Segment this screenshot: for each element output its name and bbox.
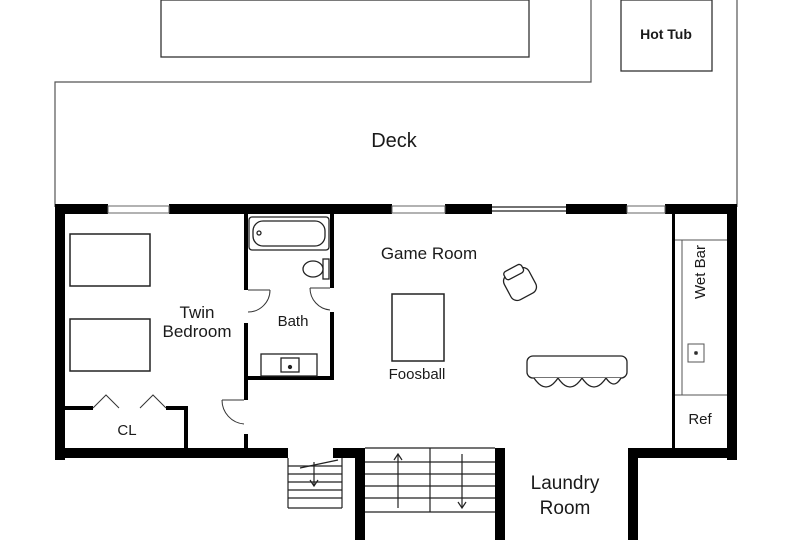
exterior-walls (55, 204, 737, 540)
closet-label: CL (117, 422, 136, 439)
twin-bed-1 (69, 233, 151, 287)
wet-bar-counter (675, 239, 727, 396)
foosball-label: Foosball (389, 366, 446, 383)
sliding-door (492, 206, 566, 212)
hot-tub-label: Hot Tub (640, 26, 692, 42)
stairs-center (365, 447, 495, 513)
door-swings (92, 287, 331, 425)
laundry-room-label-line2: Room (540, 498, 591, 519)
windows (107, 205, 666, 214)
bathtub (248, 216, 330, 251)
wet-bar-label: Wet Bar (692, 245, 709, 299)
bath-vanity (260, 353, 318, 377)
deck-label: Deck (371, 130, 418, 152)
game-room-label: Game Room (381, 244, 477, 263)
twin-bed-2 (69, 318, 151, 372)
toilet (302, 258, 330, 280)
laundry-room-label-line1: Laundry (531, 473, 600, 494)
twin-bedroom-label-line2: Bedroom (163, 322, 232, 341)
armchair (502, 263, 538, 302)
hot-tub (620, 0, 713, 72)
deck-area (54, 0, 738, 207)
twin-bedroom-label-line1: Twin (180, 303, 215, 322)
foosball-table (391, 293, 445, 362)
bath-label: Bath (278, 313, 309, 330)
stairs-left (287, 458, 343, 509)
interior-walls (65, 214, 675, 449)
sofa (526, 355, 628, 388)
ref-label: Ref (688, 411, 712, 428)
pool (160, 0, 530, 58)
